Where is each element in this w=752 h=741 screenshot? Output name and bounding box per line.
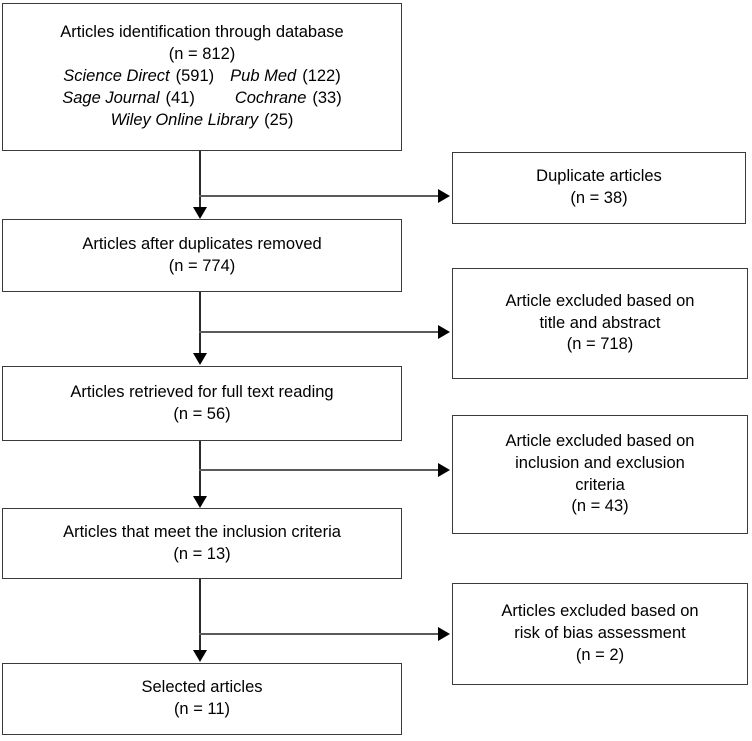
- connector-vertical-1: [199, 151, 201, 209]
- exclusion-box-inclusion-exclusion: Article excluded based on inclusion and …: [452, 415, 748, 534]
- inclusion-exclusion-line-2: inclusion and exclusion: [515, 453, 685, 472]
- arrow-right-3: [438, 463, 450, 477]
- meet-inclusion-count: (n = 13): [173, 544, 231, 563]
- identification-count: (n = 812): [168, 45, 236, 64]
- source-name-sage-journal: Sage Journal: [62, 88, 160, 107]
- arrow-down-4: [193, 650, 207, 662]
- risk-of-bias-line-1: Articles excluded based on: [501, 602, 699, 621]
- title-abstract-line-1: Article excluded based on: [505, 291, 695, 310]
- source-count-sage-journal: (41): [165, 88, 195, 107]
- inclusion-exclusion-line-1: Article excluded based on: [505, 431, 695, 450]
- risk-of-bias-line-2: risk of bias assessment: [514, 624, 686, 643]
- source-name-cochrane: Cochrane: [234, 88, 307, 107]
- source-row-1: Science Direct (591) Pub Med (122): [63, 66, 340, 88]
- exclusion-box-risk-of-bias: Articles excluded based on risk of bias …: [452, 583, 748, 685]
- exclusion-box-title-abstract: Article excluded based on title and abst…: [452, 268, 748, 379]
- source-name-wiley-online-library: Wiley Online Library: [110, 110, 259, 129]
- duplicates-line-1: Duplicate articles: [536, 167, 662, 186]
- arrow-down-3: [193, 496, 207, 508]
- connector-branch-2: [199, 331, 439, 333]
- stage-box-full-text: Articles retrieved for full text reading…: [2, 366, 402, 441]
- connector-branch-4: [199, 633, 439, 635]
- source-name-pub-med: Pub Med: [230, 67, 297, 86]
- selected-heading: Selected articles: [141, 678, 263, 697]
- source-count-pub-med: (122): [302, 67, 341, 86]
- source-row-3: Wiley Online Library (25): [111, 110, 294, 132]
- inclusion-exclusion-line-3: criteria: [575, 475, 625, 494]
- arrow-right-2: [438, 325, 450, 339]
- title-abstract-line-2: title and abstract: [539, 313, 661, 332]
- stage-box-after-duplicates: Articles after duplicates removed (n = 7…: [2, 219, 402, 292]
- source-name-science-direct: Science Direct: [63, 67, 170, 86]
- stage-box-selected: Selected articles (n = 11): [2, 663, 402, 735]
- arrow-right-4: [438, 627, 450, 641]
- full-text-heading: Articles retrieved for full text reading: [70, 382, 334, 401]
- identification-heading: Articles identification through database: [60, 23, 344, 42]
- selected-count: (n = 11): [173, 700, 231, 718]
- source-count-science-direct: (591): [175, 67, 215, 86]
- exclusion-box-duplicates: Duplicate articles (n = 38): [452, 152, 746, 224]
- connector-vertical-4: [199, 579, 201, 651]
- arrow-right-1: [438, 189, 450, 203]
- connector-branch-3: [199, 469, 439, 471]
- arrow-down-2: [193, 353, 207, 365]
- stage-box-identification: Articles identification through database…: [2, 3, 402, 151]
- title-abstract-count: (n = 718): [566, 335, 634, 354]
- duplicates-count: (n = 38): [570, 189, 628, 207]
- risk-of-bias-count: (n = 2): [575, 645, 625, 664]
- inclusion-exclusion-count: (n = 43): [571, 497, 629, 516]
- connector-branch-1: [199, 195, 439, 197]
- source-row-2: Sage Journal (41) Cochrane (33): [62, 88, 341, 110]
- after-duplicates-count: (n = 774): [168, 256, 236, 275]
- connector-vertical-2: [199, 292, 201, 354]
- stage-box-meet-inclusion: Articles that meet the inclusion criteri…: [2, 508, 402, 579]
- source-count-cochrane: (33): [312, 88, 342, 107]
- full-text-count: (n = 56): [173, 404, 231, 423]
- meet-inclusion-heading: Articles that meet the inclusion criteri…: [63, 522, 341, 541]
- arrow-down-1: [193, 207, 207, 219]
- source-count-wiley-online-library: (25): [264, 110, 294, 129]
- after-duplicates-heading: Articles after duplicates removed: [82, 234, 322, 253]
